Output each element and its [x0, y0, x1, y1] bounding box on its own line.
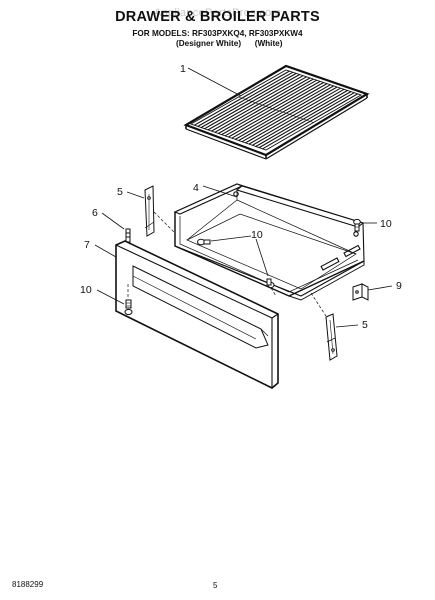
leader-line-5a — [126, 191, 145, 199]
dashed-assembly-line-center — [270, 287, 277, 297]
callout-1: 1 — [180, 63, 186, 75]
screw-right — [353, 218, 361, 232]
page-number: 5 — [213, 581, 218, 590]
slide-bracket-left — [144, 185, 155, 237]
page-title: DRAWER & BROILER PARTS — [115, 9, 320, 25]
leader-line-5b — [335, 324, 359, 328]
leader-line-10-left — [96, 289, 125, 305]
drawer-stop-bracket — [352, 283, 369, 301]
callout-5-bottom: 5 — [362, 319, 368, 331]
broiler-grid-rack — [183, 64, 370, 160]
models-line: FOR MODELS: RF303PXKQ4, RF303PXKW4 — [132, 29, 303, 38]
leader-line-10-center-a — [210, 235, 252, 242]
watermark: AppliancePartsPros.com — [153, 7, 282, 19]
callout-7: 7 — [84, 239, 90, 251]
callout-10-center: 10 — [251, 229, 263, 241]
dashed-assembly-line-left — [153, 211, 175, 233]
screw-left — [124, 299, 133, 316]
variant-designer-white: (Designer White) — [176, 39, 242, 48]
screw-center — [197, 238, 275, 289]
callout-5-top: 5 — [117, 186, 123, 198]
leader-line-6 — [101, 212, 125, 230]
leader-line-9 — [367, 285, 393, 291]
slide-bracket-right — [325, 313, 338, 361]
model-variants: (Designer White) (White) — [176, 39, 282, 48]
leader-line-7 — [94, 244, 117, 258]
spring-clip — [125, 228, 131, 243]
document-number: 8188299 — [12, 580, 44, 589]
drawer-body — [173, 183, 365, 301]
rack-cross-rail — [238, 96, 314, 123]
callout-10-left: 10 — [80, 284, 92, 296]
callout-6: 6 — [92, 207, 98, 219]
leader-line-1 — [187, 67, 242, 97]
leader-line-10-center-b — [255, 238, 269, 277]
callout-4: 4 — [193, 182, 199, 194]
leader-line-4 — [202, 185, 238, 198]
variant-white: (White) — [254, 39, 283, 48]
drawer-front-panel — [115, 240, 279, 389]
callout-10-right: 10 — [380, 218, 392, 230]
dashed-assembly-line-right — [310, 292, 327, 317]
callout-9: 9 — [396, 280, 402, 292]
